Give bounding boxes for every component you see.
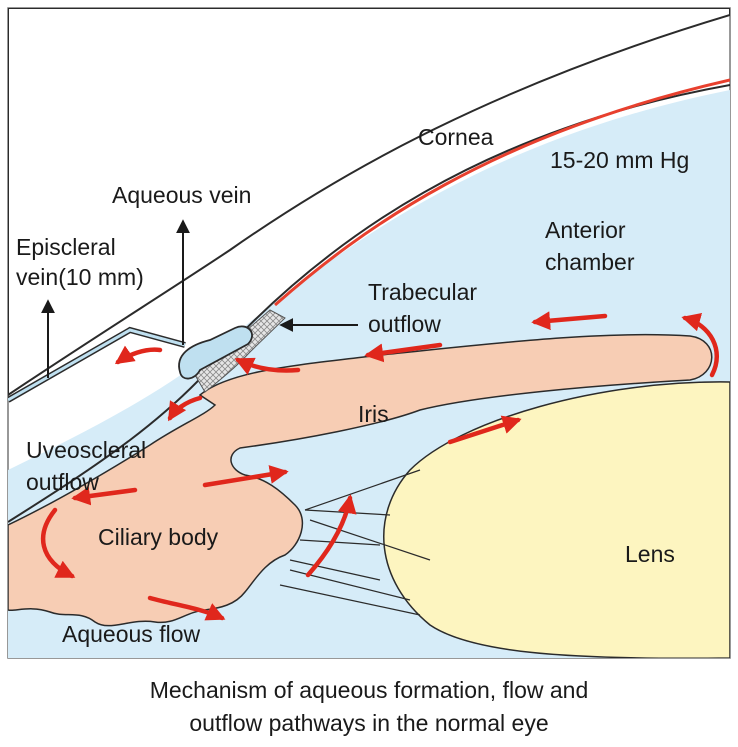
label-cornea: Cornea <box>418 124 494 150</box>
label-lens: Lens <box>625 541 675 567</box>
label-aqueous-flow: Aqueous flow <box>62 621 200 647</box>
label-uveoscleral-outflow-2: outflow <box>26 469 99 495</box>
label-uveoscleral-outflow: Uveoscleral <box>26 437 146 463</box>
label-anterior-chamber: Anterior <box>545 217 626 243</box>
zonule-fibers <box>279 469 431 616</box>
label-trabecular-outflow-2: outflow <box>368 311 441 337</box>
trabecular-meshwork <box>194 309 286 393</box>
flow-arrow <box>147 595 226 621</box>
lens <box>383 381 730 658</box>
flow-arrow <box>71 486 138 506</box>
label-pressure: 15-20 mm Hg <box>550 147 689 173</box>
flow-arrow <box>234 357 301 375</box>
schlemm-canal <box>178 325 253 380</box>
flow-arrow <box>681 312 719 378</box>
sclera <box>8 8 730 397</box>
flow-arrow <box>202 465 289 488</box>
flow-arrows <box>40 311 719 621</box>
label-trabecular-outflow: Trabecular <box>368 279 477 305</box>
flow-arrow <box>167 395 203 422</box>
label-iris: Iris <box>358 401 389 427</box>
label-episcleral-vein-2: vein(10 mm) <box>16 264 144 290</box>
label-episcleral-vein: Episcleral <box>16 234 116 260</box>
label-aqueous-vein: Aqueous vein <box>112 182 251 208</box>
flow-arrow <box>114 345 163 365</box>
label-ciliary-body: Ciliary body <box>98 524 219 550</box>
iris-ciliary-body <box>8 333 713 627</box>
flow-arrow <box>447 415 522 445</box>
flow-arrow <box>531 311 608 331</box>
flow-arrow <box>40 507 76 579</box>
corneal-endothelium <box>274 78 730 307</box>
label-anterior-chamber-2: chamber <box>545 249 635 275</box>
caption-line-2: outflow pathways in the normal eye <box>189 710 548 736</box>
cornea-inner-surface <box>8 84 730 523</box>
caption-line-1: Mechanism of aqueous formation, flow and <box>150 677 589 703</box>
flow-arrow <box>305 494 357 578</box>
flow-arrow <box>364 342 443 363</box>
